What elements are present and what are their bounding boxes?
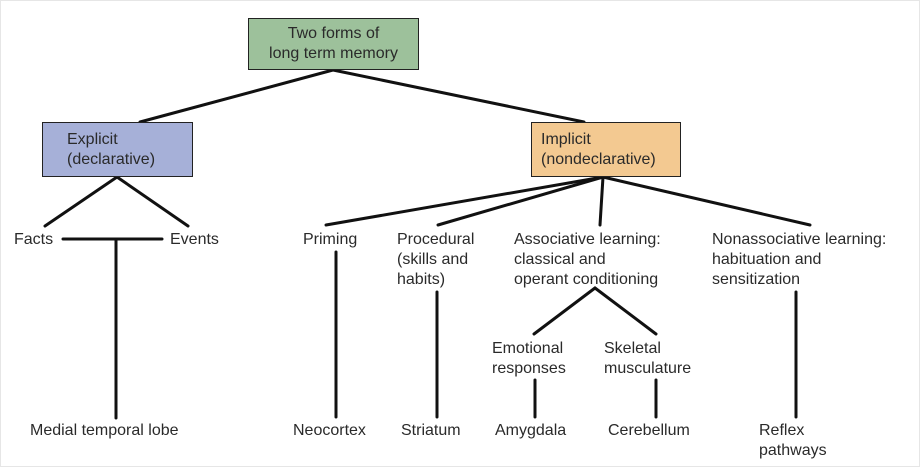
- skeletal-musculature-label: Skeletal musculature: [604, 339, 691, 379]
- emotional-label-line-1: Emotional: [492, 340, 564, 357]
- associative-learning-label: Associative learning: classical and oper…: [514, 230, 661, 290]
- implicit-label-line-2: (nondeclarative): [541, 150, 656, 168]
- root-node-box: Two forms of long term memory: [248, 18, 419, 70]
- connector-explicit-facts: [43, 175, 119, 228]
- reflex-label-line-2: pathways: [759, 442, 827, 459]
- neocortex-label: Neocortex: [293, 422, 366, 439]
- connector-implicit-associative: [598, 175, 605, 227]
- amygdala-label: Amygdala: [495, 422, 567, 439]
- associative-label-line-3: operant conditioning: [514, 271, 659, 288]
- implicit-label-line-1: Implicit: [541, 130, 591, 148]
- medial-temporal-lobe-label: Medial temporal lobe: [30, 422, 179, 439]
- skeletal-label-line-2: musculature: [604, 360, 692, 377]
- events-label: Events: [170, 231, 219, 248]
- procedural-label-line-2: (skills and: [397, 251, 469, 268]
- nonassociative-label-line-3: sensitization: [712, 271, 801, 288]
- facts-label: Facts: [14, 231, 54, 248]
- implicit-node-label: Implicit (nondeclarative): [541, 130, 656, 170]
- associative-label-line-2: classical and: [514, 251, 606, 268]
- connector-implicit-priming: [324, 175, 605, 227]
- reflex-label-line-1: Reflex: [759, 422, 805, 439]
- explicit-label-line-2: (declarative): [67, 150, 156, 168]
- connector-explicit-events: [115, 175, 190, 228]
- implicit-node-box: Implicit (nondeclarative): [531, 122, 681, 177]
- connector-root-explicit: [138, 68, 335, 124]
- root-label-line-1: Two forms of: [287, 25, 380, 42]
- priming-label: Priming: [303, 231, 358, 248]
- cerebellum-label: Cerebellum: [608, 422, 690, 439]
- root-node-label: Two forms of long term memory: [269, 24, 398, 64]
- connector-implicit-procedural: [436, 175, 605, 227]
- striatum-label: Striatum: [401, 422, 461, 439]
- connector-implicit-nonassociative: [601, 175, 812, 227]
- connector-associative-skeletal: [593, 286, 658, 336]
- nonassociative-learning-label: Nonassociative learning: habituation and…: [712, 230, 886, 290]
- procedural-label-line-1: Procedural: [397, 231, 475, 248]
- emotional-label-line-2: responses: [492, 360, 566, 377]
- nonassociative-label-line-1: Nonassociative learning:: [712, 231, 887, 248]
- emotional-responses-label: Emotional responses: [492, 339, 566, 379]
- reflex-pathways-label: Reflex pathways: [759, 421, 827, 461]
- skeletal-label-line-1: Skeletal: [604, 340, 661, 357]
- explicit-node-label: Explicit (declarative): [67, 130, 155, 170]
- root-label-line-2: long term memory: [269, 45, 398, 62]
- procedural-label-line-3: habits): [397, 271, 446, 288]
- explicit-node-box: Explicit (declarative): [42, 122, 193, 177]
- procedural-label: Procedural (skills and habits): [397, 230, 474, 290]
- connector-associative-emotional: [532, 286, 597, 336]
- connector-root-implicit: [331, 68, 586, 124]
- explicit-label-line-1: Explicit: [67, 130, 118, 148]
- nonassociative-label-line-2: habituation and: [712, 251, 822, 268]
- associative-label-line-1: Associative learning:: [514, 231, 661, 248]
